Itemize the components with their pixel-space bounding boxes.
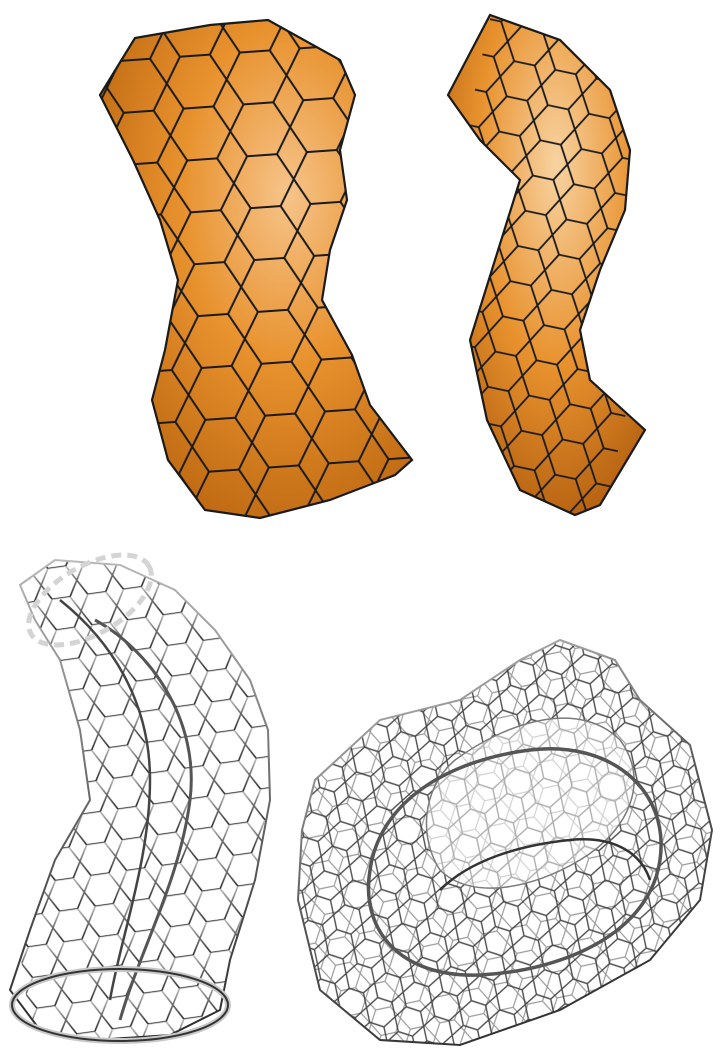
figure-canvas — [0, 0, 721, 1057]
